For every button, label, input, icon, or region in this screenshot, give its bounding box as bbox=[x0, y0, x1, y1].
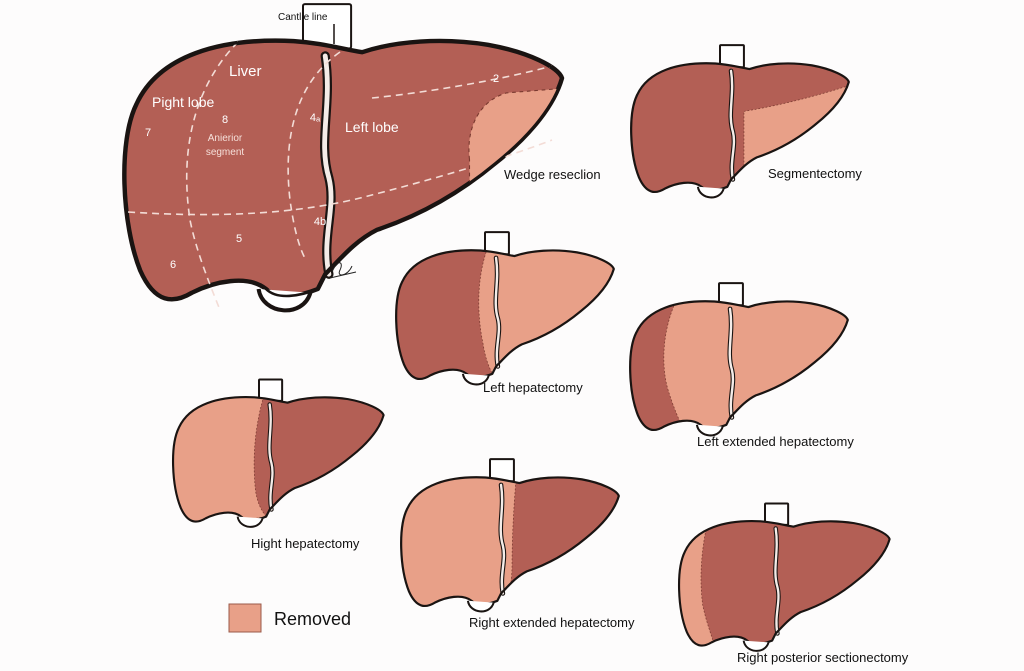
right-liver bbox=[171, 378, 385, 528]
liver-label: Liver bbox=[229, 63, 262, 80]
removed-region bbox=[173, 397, 269, 522]
right-lobe-label: Pight lobe bbox=[152, 94, 214, 110]
segmentectomy-label: Segmentectomy bbox=[768, 166, 862, 181]
artist-signature-icon bbox=[329, 262, 357, 279]
hepatic-vein bbox=[268, 403, 274, 511]
segment-boundary bbox=[287, 51, 341, 261]
gallbladder-icon bbox=[256, 288, 313, 313]
right-posterior-liver bbox=[677, 502, 891, 652]
right-extended-liver bbox=[400, 458, 620, 613]
right-label: Hight hepatectomy bbox=[251, 536, 360, 551]
left-extended-liver bbox=[629, 282, 849, 437]
segment-number: 2 bbox=[493, 73, 499, 85]
right-extended-label: Right extended hepatectomy bbox=[469, 615, 635, 630]
gallbladder-icon bbox=[466, 600, 495, 613]
gallbladder-icon bbox=[696, 186, 725, 199]
left-extended-label: Left extended hepatectomy bbox=[697, 434, 854, 449]
legend-label: Removed bbox=[274, 609, 351, 629]
gallbladder-icon bbox=[461, 373, 490, 386]
anterior-segment-label: segment bbox=[206, 147, 245, 158]
hepatic-vein bbox=[774, 527, 780, 635]
cantlie-line-label: Cantlie line bbox=[278, 12, 328, 23]
hepatic-vein bbox=[494, 256, 501, 368]
gallbladder-icon bbox=[236, 516, 264, 528]
right-posterior-label: Right posterior sectionectomy bbox=[737, 650, 909, 665]
left-lobe-label: Left lobe bbox=[345, 119, 399, 135]
hepatic-vein bbox=[322, 53, 334, 277]
hepatic-vein bbox=[728, 307, 735, 419]
hepatic-vein bbox=[499, 483, 506, 595]
left-liver bbox=[395, 231, 615, 386]
anterior-segment-label: Anierior bbox=[208, 133, 243, 144]
removed-region bbox=[401, 477, 519, 606]
segment-number: 4ₐ bbox=[310, 112, 321, 124]
gallbladder-icon bbox=[695, 424, 724, 437]
segment-boundary bbox=[185, 41, 239, 311]
segment-number: 4b bbox=[314, 216, 326, 228]
liver-tissue bbox=[679, 521, 890, 646]
segment-number: 7 bbox=[145, 127, 151, 139]
segment-number: 5 bbox=[236, 233, 242, 245]
left-label: Left hepatectomy bbox=[483, 380, 583, 395]
hepatic-vein bbox=[729, 69, 736, 181]
legend-swatch bbox=[228, 603, 262, 633]
segment-number: 6 bbox=[170, 259, 176, 271]
gallbladder-icon bbox=[742, 640, 770, 652]
wedge-resection-label: Wedge reseclion bbox=[504, 167, 601, 182]
segment-number: 8 bbox=[222, 114, 228, 126]
